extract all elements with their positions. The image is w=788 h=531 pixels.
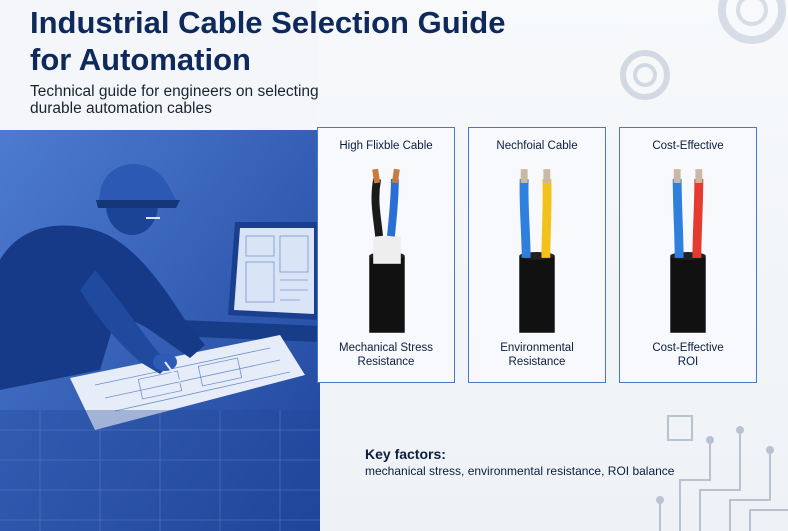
card-footer-line-2: ROI xyxy=(677,356,699,368)
key-factors-text: mechanical stress, environmental resista… xyxy=(365,464,675,478)
card-heading: Cost-Effective xyxy=(652,140,724,152)
page-subtitle: Technical guide for engineers on selecti… xyxy=(30,83,370,117)
gear-icon xyxy=(718,0,786,44)
cable-card-3: Cost-Effective Cost-Effective ROI xyxy=(619,127,757,383)
card-footer: Environmental Resistance xyxy=(469,341,605,369)
subtitle-line-2: durable automation cables xyxy=(30,100,212,117)
title-line-2: for Automation xyxy=(30,42,251,77)
subtitle-line-1: Technical guide for engineers on selecti… xyxy=(30,83,319,100)
card-footer-line-2: Resistance xyxy=(357,356,415,368)
circuit-icon xyxy=(656,415,788,531)
cable-card-2: Nechfoial Cable Environmental Resistance xyxy=(468,127,606,383)
card-heading: Nechfoial Cable xyxy=(496,140,578,152)
card-footer: Mechanical Stress Resistance xyxy=(318,341,454,369)
page-title: Industrial Cable Selection Guide for Aut… xyxy=(30,4,590,78)
cable-card-1: High Flixble Cable Mechanical Stress Res… xyxy=(317,127,455,383)
card-footer-line-1: Cost-Effective xyxy=(652,342,724,354)
cable-illustration xyxy=(519,169,555,333)
card-footer-line-2: Resistance xyxy=(508,356,566,368)
cable-illustration xyxy=(369,168,405,333)
title-line-1: Industrial Cable Selection Guide xyxy=(30,5,506,40)
card-heading: High Flixble Cable xyxy=(339,140,433,152)
card-footer-line-1: Mechanical Stress xyxy=(339,342,433,354)
key-factors: Key factors: mechanical stress, environm… xyxy=(365,446,674,478)
gear-icon xyxy=(620,50,670,100)
cable-illustration xyxy=(670,169,706,333)
card-footer-line-1: Environmental xyxy=(500,342,574,354)
engineer-illustration xyxy=(0,130,320,531)
key-factors-title: Key factors: xyxy=(365,446,446,462)
card-footer: Cost-Effective ROI xyxy=(620,341,756,369)
